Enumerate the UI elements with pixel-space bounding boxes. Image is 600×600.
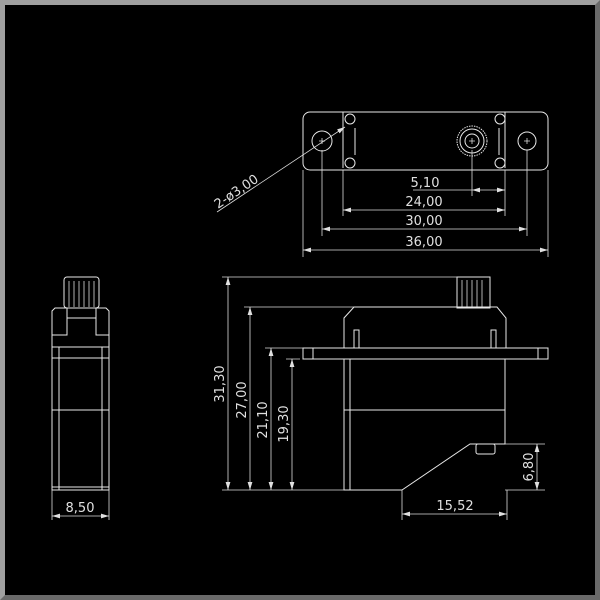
dim-15-52: 15,52 bbox=[436, 499, 473, 514]
dim-30-00: 30,00 bbox=[405, 214, 442, 229]
screw-heads bbox=[344, 113, 506, 169]
dim-24-00: 24,00 bbox=[405, 195, 442, 210]
dim-31-30: 31,30 bbox=[213, 365, 228, 402]
dim-5-10: 5,10 bbox=[411, 176, 440, 191]
dim-27-00: 27,00 bbox=[235, 381, 250, 418]
dim-8-50: 8,50 bbox=[66, 501, 95, 516]
mounting-hole-left bbox=[311, 130, 333, 152]
dim-19-30: 19,30 bbox=[277, 405, 292, 442]
dim-36-00: 36,00 bbox=[405, 235, 442, 250]
side-view: 31,30 27,00 21,10 19,30 6,80 15,52 bbox=[213, 276, 549, 520]
end-view: 8,50 bbox=[51, 276, 110, 520]
top-view: 5,10 24,00 30,00 36,00 2-ø3,00 bbox=[212, 111, 549, 257]
hole-diameter-label: 2-ø3,00 bbox=[212, 172, 262, 212]
dim-21-10: 21,10 bbox=[256, 401, 271, 438]
dim-6-80: 6,80 bbox=[522, 453, 537, 482]
mounting-hole-right bbox=[517, 131, 537, 151]
